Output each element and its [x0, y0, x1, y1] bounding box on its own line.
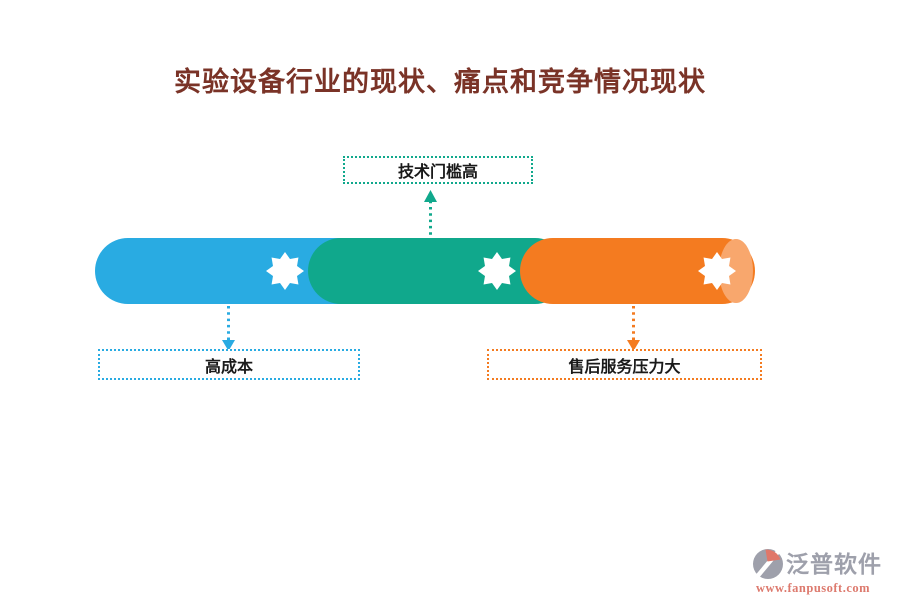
- star-shape: [266, 252, 304, 290]
- star-shape: [698, 252, 736, 290]
- brand-name: 泛普软件: [786, 551, 882, 577]
- bar-segment-orange: [520, 238, 755, 304]
- star-shape: [478, 252, 516, 290]
- callout-tech-threshold: 技术门槛高: [343, 156, 533, 184]
- callout-label: 售后服务压力大: [568, 358, 681, 376]
- bar-segment-blue: [95, 238, 375, 304]
- eight-point-star-icon: [266, 252, 304, 290]
- logo-petal: [765, 549, 781, 562]
- fanpu-logo-icon: [753, 548, 784, 580]
- bar-segment-green: [308, 238, 568, 304]
- green-up-arrowhead-icon: [424, 190, 437, 202]
- eight-point-star-icon: [478, 252, 516, 290]
- segmented-cylinder-bar: [95, 238, 755, 304]
- eight-point-star-icon: [698, 252, 736, 290]
- page-title: 实验设备行业的现状、痛点和竞争情况现状: [174, 67, 706, 97]
- brand-url: www.fanpusoft.com: [756, 581, 871, 595]
- callout-label: 技术门槛高: [397, 164, 478, 181]
- callout-label: 高成本: [204, 358, 253, 376]
- brand-watermark: 泛普软件 www.fanpusoft.com: [752, 548, 894, 596]
- callout-after-sales-pressure: 售后服务压力大: [487, 349, 762, 380]
- callout-high-cost: 高成本: [98, 349, 360, 380]
